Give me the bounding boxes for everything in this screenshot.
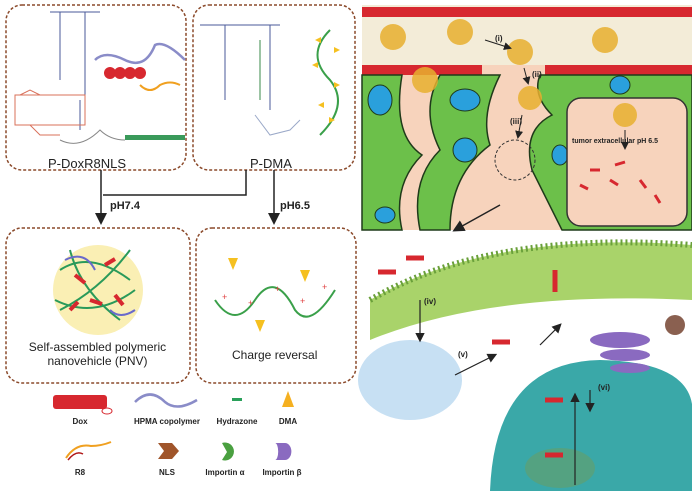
dma-icon xyxy=(282,391,294,407)
flow-arrows xyxy=(95,170,280,225)
importin-alpha-icon xyxy=(222,442,234,461)
legend-hpma: HPMA copolymer xyxy=(134,417,200,426)
dox-icon xyxy=(53,395,107,409)
legend-r8: R8 xyxy=(74,468,86,477)
nls-icon xyxy=(158,443,179,459)
step-iii: (iii) xyxy=(510,117,522,126)
label-charge-reversal: Charge reversal xyxy=(232,348,318,362)
step-v: (v) xyxy=(458,350,468,359)
r8-icon xyxy=(65,441,112,459)
legend-nls: NLS xyxy=(159,468,175,477)
label-ph65: pH6.5 xyxy=(280,200,310,212)
label-p-doxr8nls: P-DoxR8NLS xyxy=(48,156,127,171)
box-p-dma xyxy=(192,4,356,171)
legend-importin-alpha: Importin α xyxy=(205,468,245,477)
svg-text:+: + xyxy=(222,292,227,302)
svg-text:+: + xyxy=(248,298,253,308)
legend-hydrazone: Hydrazone xyxy=(216,417,258,426)
step-i: (i) xyxy=(495,34,503,43)
svg-text:+: + xyxy=(322,282,327,292)
inset-label: tumor extracellular pH 6.5 xyxy=(572,138,658,145)
box-p-doxr8nls xyxy=(5,4,187,171)
legend-dma: DMA xyxy=(278,417,298,426)
legend-icons xyxy=(53,391,294,461)
step-ii: (ii) xyxy=(532,70,542,79)
svg-text:+: + xyxy=(300,296,305,306)
box-charge-reversal: + + + + + xyxy=(195,227,357,384)
legend-dox: Dox xyxy=(72,417,88,426)
step-iv: (iv) xyxy=(424,297,436,306)
label-p-dma: P-DMA xyxy=(250,156,292,171)
step-vi: (vi) xyxy=(598,383,610,392)
svg-text:+: + xyxy=(275,284,280,294)
hydrazone-icon xyxy=(232,398,242,401)
cell-uptake-panel xyxy=(358,239,692,491)
hpma-icon xyxy=(134,393,198,408)
label-pnv: Self-assembled polymeric nanovehicle (PN… xyxy=(28,340,167,368)
legend-importin-beta: Importin β xyxy=(262,468,302,477)
importin-beta-icon xyxy=(275,443,292,460)
box-pnv xyxy=(5,227,191,384)
label-ph74: pH7.4 xyxy=(110,200,140,212)
tumor-tissue-panel xyxy=(361,5,692,232)
